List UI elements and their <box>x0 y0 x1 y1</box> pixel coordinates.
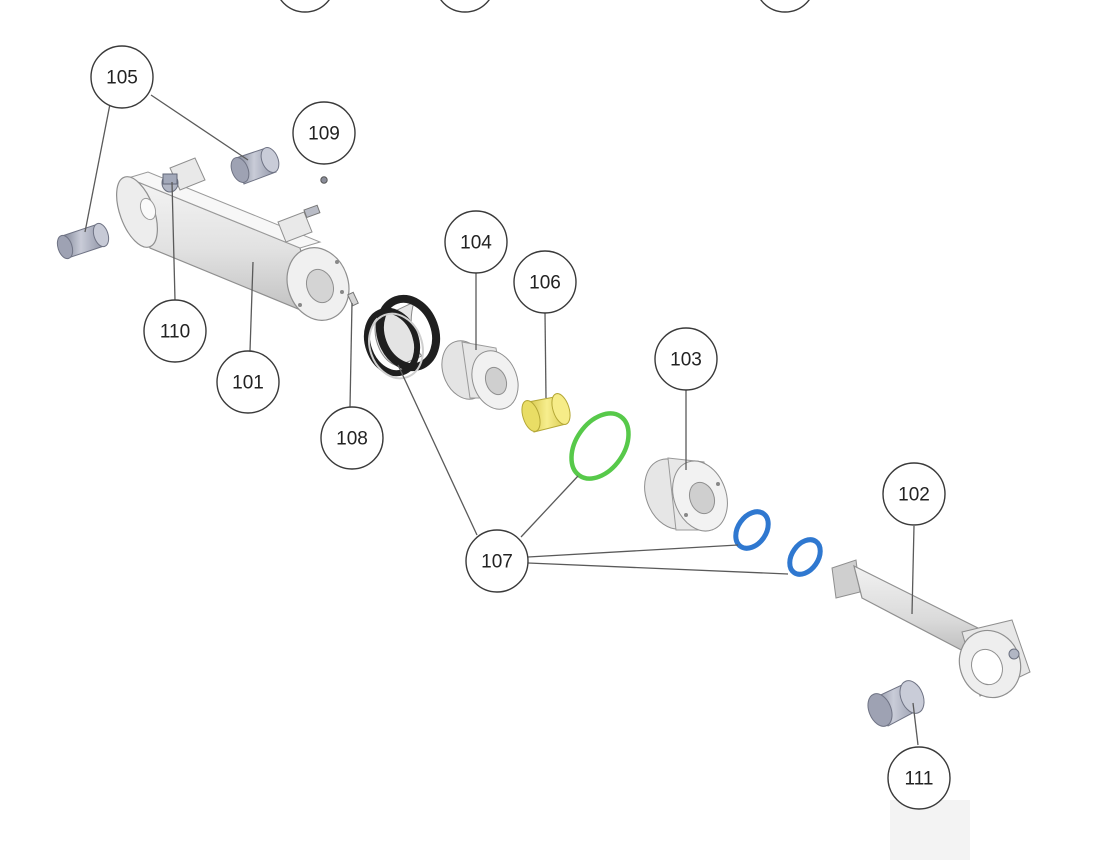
callout-106: 106 <box>513 250 577 314</box>
callout-109: 109 <box>292 101 356 165</box>
svg-text:105: 105 <box>106 68 138 89</box>
part-111-bushing <box>867 680 925 727</box>
callout-107: 107 <box>465 529 529 593</box>
leader-lines <box>84 94 919 746</box>
svg-text:108: 108 <box>336 429 368 450</box>
part-107-oring-blue-1 <box>733 509 771 551</box>
part-108-pin <box>347 291 359 307</box>
callout-111: 111 <box>887 746 951 810</box>
part-107-oring-green <box>569 411 631 481</box>
svg-text:111: 111 <box>905 769 934 790</box>
part-110-fitting <box>162 173 178 185</box>
svg-text:106: 106 <box>529 273 561 294</box>
callout-108: 108 <box>320 406 384 470</box>
svg-text:103: 103 <box>670 350 702 371</box>
part-105-bushing-left <box>56 222 110 260</box>
svg-text:101: 101 <box>232 373 264 394</box>
shadow-smudge <box>890 800 970 860</box>
part-101-cylinder-barrel <box>116 157 350 321</box>
partial-callouts-top <box>280 0 810 13</box>
part-103-gland <box>644 457 728 532</box>
callout-103: 103 <box>654 327 718 391</box>
svg-text:110: 110 <box>160 322 190 343</box>
part-102-piston-rod <box>831 559 1031 699</box>
part-109-fitting <box>320 176 328 184</box>
callout-105: 105 <box>90 45 154 109</box>
callout-104: 104 <box>444 210 508 274</box>
svg-text:107: 107 <box>481 552 513 573</box>
part-107-oring-blue-2 <box>787 537 823 577</box>
svg-text:109: 109 <box>308 124 340 145</box>
callout-102: 102 <box>882 462 946 526</box>
callout-101: 101 <box>216 350 280 414</box>
part-105-bushing-right <box>230 147 280 185</box>
svg-text:104: 104 <box>460 233 492 254</box>
callout-110: 110 <box>143 299 207 363</box>
svg-text:102: 102 <box>898 485 930 506</box>
part-106-wear-ring <box>521 393 571 433</box>
part-107-piston-seal <box>363 294 441 380</box>
part-104-piston <box>441 340 519 410</box>
